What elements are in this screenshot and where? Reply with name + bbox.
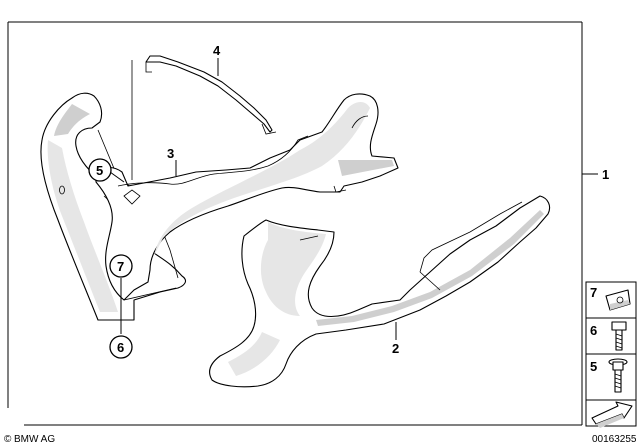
circled-callout-5: 5 bbox=[88, 158, 112, 182]
screw-icon bbox=[611, 321, 627, 351]
leader-lines bbox=[109, 58, 397, 340]
wire-bracket-part bbox=[117, 60, 309, 187]
callout-1: 1 bbox=[602, 167, 609, 182]
clip-nut-icon bbox=[605, 289, 631, 311]
circled-callout-6: 6 bbox=[109, 335, 133, 359]
hardware-panel: 7 6 5 bbox=[585, 281, 637, 428]
direction-arrow-icon bbox=[591, 401, 633, 428]
side-item-6: 6 bbox=[590, 323, 597, 338]
upper-bracket-part bbox=[145, 55, 277, 135]
callout-4: 4 bbox=[213, 43, 221, 58]
side-item-7: 7 bbox=[590, 285, 597, 300]
brand-name: BMW AG bbox=[14, 434, 55, 445]
circled-callout-7: 7 bbox=[109, 254, 133, 278]
callout-5-label: 5 bbox=[96, 163, 103, 178]
side-item-5: 5 bbox=[590, 359, 597, 374]
diagram-id: 00163255 bbox=[592, 434, 637, 445]
copyright-symbol: © bbox=[4, 434, 12, 445]
callout-3: 3 bbox=[167, 146, 174, 161]
callout-6-label: 6 bbox=[117, 340, 124, 355]
screw-with-washer-icon bbox=[608, 358, 628, 393]
lower-fairing-part bbox=[209, 195, 551, 388]
brand-logo: © BMW AG bbox=[4, 434, 55, 445]
main-fairing-part bbox=[95, 93, 399, 301]
callout-7-label: 7 bbox=[117, 259, 124, 274]
callout-2: 2 bbox=[392, 341, 399, 356]
frame-outline bbox=[7, 21, 598, 426]
